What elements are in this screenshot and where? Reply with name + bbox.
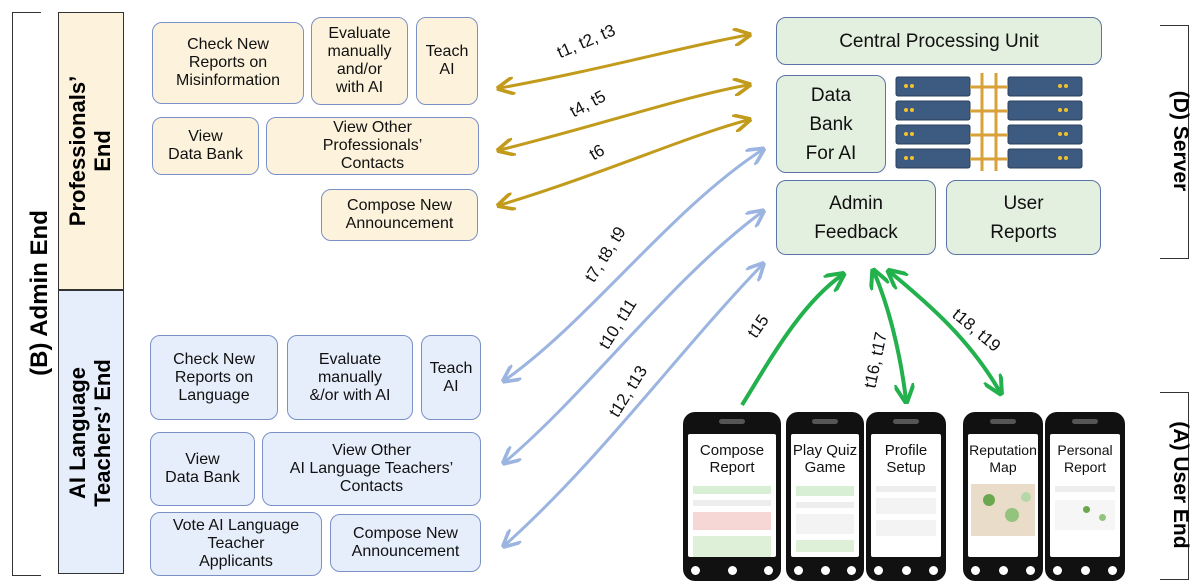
phone-notch — [719, 419, 745, 424]
view-professional-contacts-box[interactable]: View Other Professionals’ Contacts — [266, 117, 479, 175]
phone-notch — [1072, 419, 1098, 424]
blue-arrow-1 — [505, 150, 762, 380]
phone-compose-report[interactable]: Compose Report — [683, 412, 781, 581]
phone-screen: Personal Report — [1050, 434, 1120, 557]
phone-buttons — [971, 566, 1035, 575]
green-arrow-1 — [740, 275, 842, 407]
map-preview — [971, 484, 1035, 536]
compose-announcement-box[interactable]: Compose New Announcement — [321, 189, 478, 241]
chart-dot — [1083, 506, 1090, 513]
phone-title: Reputation Map — [969, 442, 1037, 475]
phone-buttons — [1053, 566, 1117, 575]
cpu-box: Central Processing Unit — [776, 17, 1102, 65]
admin-end-bracket — [12, 12, 41, 576]
map-marker — [1005, 508, 1019, 522]
screen-preview — [1055, 486, 1115, 492]
evaluate-box[interactable]: Evaluate manually and/or with AI — [311, 17, 408, 105]
teachers-section — [58, 290, 124, 574]
screen-preview — [693, 500, 771, 506]
admin-feedback-box: Admin Feedback — [776, 180, 936, 255]
map-marker — [1021, 492, 1031, 502]
phone-profile-setup[interactable]: Profile Setup — [866, 412, 946, 581]
server-bracket — [1160, 25, 1189, 259]
phone-personal-report[interactable]: Personal Report — [1045, 412, 1125, 581]
user-end-bracket — [1160, 392, 1189, 580]
screen-preview — [876, 486, 936, 492]
view-teacher-contacts-box[interactable]: View Other AI Language Teachers’ Contact… — [262, 432, 481, 506]
phone-quiz-game[interactable]: Play Quiz Game — [786, 412, 864, 581]
phone-screen: Profile Setup — [871, 434, 941, 557]
view-databank-box[interactable]: View Data Bank — [152, 117, 259, 175]
blue-arrow-3 — [505, 265, 762, 545]
gold-arrow-2 — [500, 85, 748, 150]
screen-preview — [876, 498, 936, 514]
check-misinformation-reports-box[interactable]: Check New Reports on Misinformation — [152, 22, 304, 104]
teacher-view-databank-box[interactable]: View Data Bank — [150, 432, 255, 506]
chart-dot — [1099, 514, 1106, 521]
phone-title: Personal Report — [1057, 442, 1113, 475]
phone-buttons — [874, 566, 938, 575]
phone-notch — [990, 419, 1016, 424]
gold-arrow-3 — [500, 120, 748, 205]
screen-preview — [1055, 500, 1115, 530]
professionals-section — [58, 12, 124, 290]
phone-screen: Compose Report — [688, 434, 776, 557]
server-rack-illustration — [895, 73, 1083, 171]
phone-notch — [812, 419, 838, 424]
screen-preview — [693, 512, 771, 530]
map-marker — [983, 494, 995, 506]
phone-reputation-map[interactable]: Reputation Map — [963, 412, 1043, 581]
phone-buttons — [691, 566, 773, 575]
teacher-teach-ai-box[interactable]: Teach AI — [421, 335, 481, 420]
screen-preview — [693, 486, 771, 494]
phone-title: Profile Setup — [884, 442, 928, 476]
phone-title: Compose Report — [699, 442, 765, 476]
screen-preview — [796, 502, 854, 508]
gold-arrow-1 — [500, 35, 748, 88]
screen-preview — [796, 514, 854, 534]
screen-preview — [796, 486, 854, 496]
databank-box: Data Bank For AI — [776, 75, 886, 173]
user-reports-box: User Reports — [946, 180, 1101, 255]
phone-screen: Reputation Map — [968, 434, 1038, 557]
phone-notch — [893, 419, 919, 424]
green-arrow-3 — [890, 272, 1000, 392]
phone-title: Play Quiz Game — [792, 442, 858, 476]
phone-screen: Play Quiz Game — [791, 434, 859, 557]
screen-preview — [876, 520, 936, 536]
teach-ai-box[interactable]: Teach AI — [416, 17, 478, 105]
check-language-reports-box[interactable]: Check New Reports on Language — [150, 335, 278, 420]
phone-buttons — [794, 566, 856, 575]
vote-applicants-box[interactable]: Vote AI Language Teacher Applicants — [150, 512, 322, 576]
teacher-evaluate-box[interactable]: Evaluate manually &/or with AI — [287, 335, 413, 420]
screen-preview — [796, 540, 854, 552]
teacher-compose-announcement-box[interactable]: Compose New Announcement — [330, 514, 481, 572]
screen-preview — [693, 536, 771, 557]
